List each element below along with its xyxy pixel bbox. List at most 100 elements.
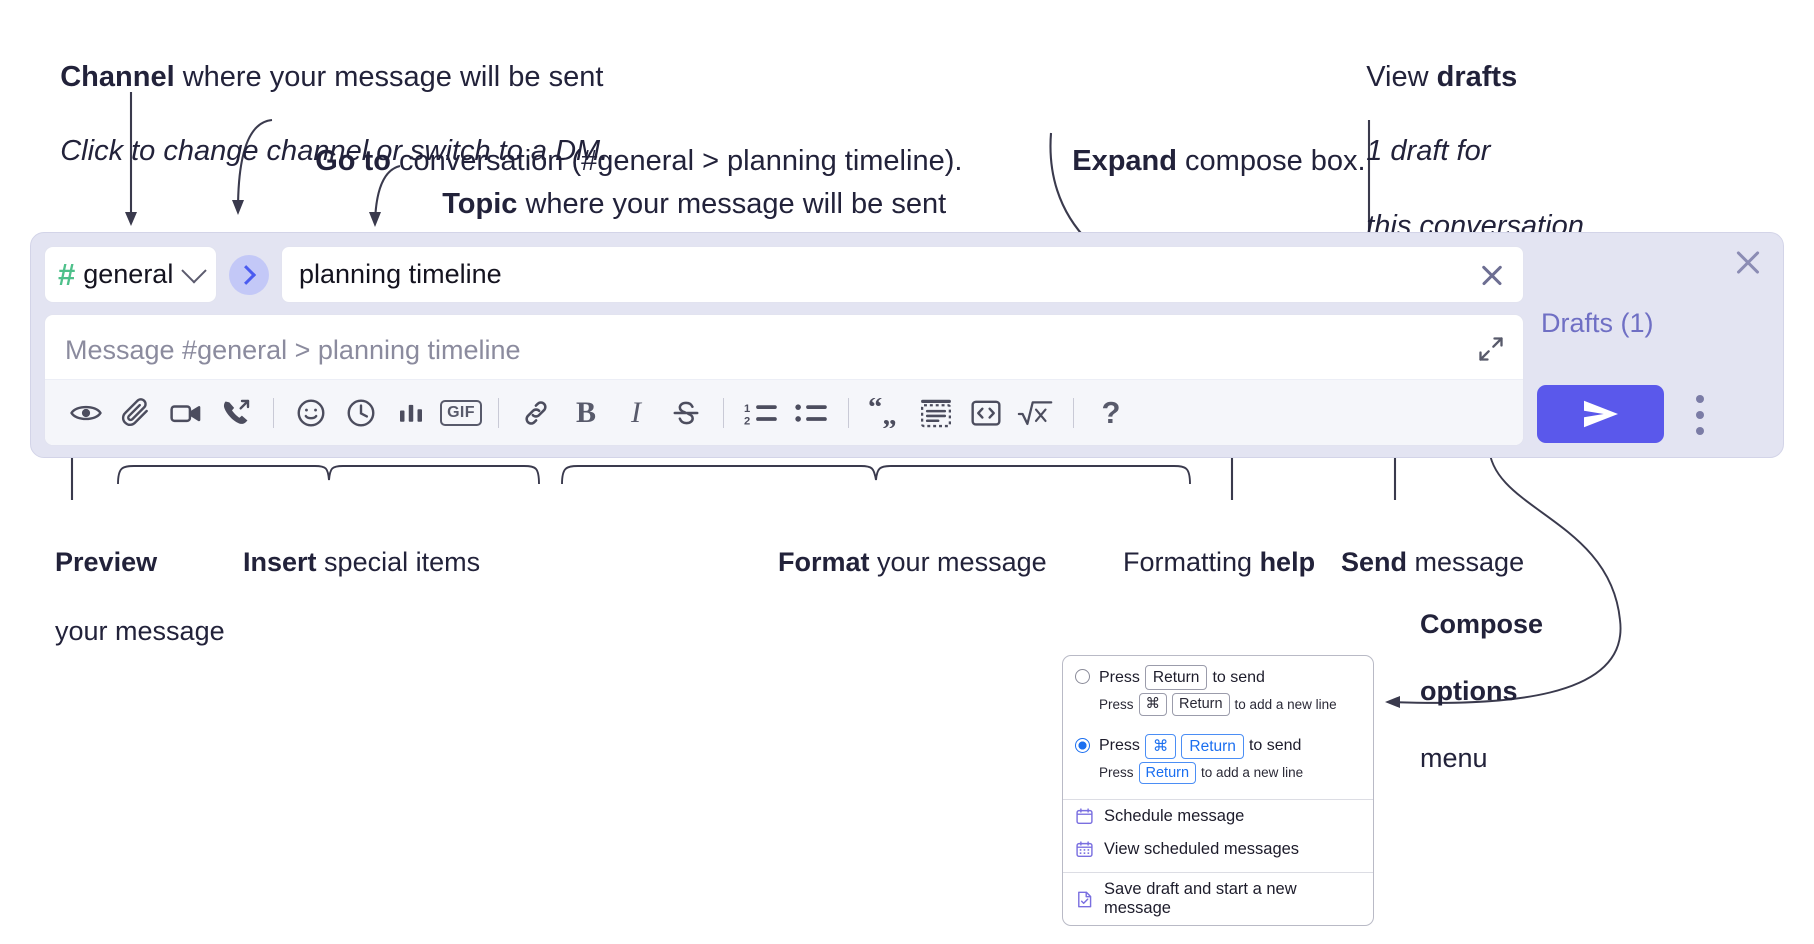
toolbar-divider (1073, 397, 1074, 428)
send-option-return[interactable]: Press Return to send (1063, 656, 1373, 691)
compose-box: # general planning timeline Message #gen… (30, 232, 1784, 458)
close-compose-icon[interactable] (1733, 247, 1763, 277)
annotation-preview-bold: Preview (55, 546, 158, 577)
annotation-help-bold: help (1259, 546, 1316, 577)
option-sub-pre: Press (1099, 696, 1134, 712)
audio-call-icon[interactable] (211, 388, 261, 438)
compose-options-menu: Press Return to send Press ⌘ Return to a… (1062, 655, 1374, 926)
option-pre: Press (1099, 668, 1140, 686)
annotation-format-bold: Format (778, 546, 870, 577)
annotation-channel: Channel where your message will be sent … (28, 22, 608, 208)
compose-main-area: # general planning timeline Message #gen… (44, 246, 1524, 446)
drafts-link[interactable]: Drafts (1) (1541, 308, 1654, 338)
key-return: Return (1144, 665, 1208, 691)
radio-button[interactable] (1075, 669, 1090, 684)
clock-icon[interactable] (336, 388, 386, 438)
option-pre: Press (1099, 737, 1140, 755)
toolbar-divider (273, 397, 274, 428)
menu-item-view-scheduled[interactable]: View scheduled messages (1063, 833, 1373, 866)
italic-icon[interactable]: I (611, 388, 661, 438)
math-icon[interactable] (1011, 388, 1061, 438)
expand-compose-icon[interactable] (1477, 335, 1505, 363)
message-placeholder: Message #general > planning timeline (65, 335, 521, 365)
annotation-insert-bold: Insert (243, 546, 317, 577)
annotation-compose-options-bold1: Compose (1420, 609, 1544, 640)
option-sub-post: to add a new line (1234, 696, 1337, 712)
annotation-send-rest: message (1407, 546, 1525, 577)
channel-name: general (83, 259, 174, 289)
strikethrough-icon[interactable] (661, 388, 711, 438)
emoji-icon[interactable] (286, 388, 336, 438)
annotation-topic: Topic where your message will be sent (410, 149, 946, 260)
save-draft-icon (1075, 890, 1094, 909)
help-label: ? (1101, 394, 1121, 430)
annotation-send-bold: Send (1341, 546, 1408, 577)
menu-item-label: View scheduled messages (1104, 840, 1300, 858)
ordered-list-icon[interactable]: 1 2 (736, 388, 786, 438)
key-return: Return (1172, 693, 1230, 716)
topic-value: planning timeline (299, 259, 502, 289)
clear-topic-icon[interactable] (1479, 262, 1505, 288)
menu-item-save-draft[interactable]: Save draft and start a new message (1063, 873, 1373, 925)
video-icon[interactable] (161, 388, 211, 438)
preview-icon[interactable] (61, 388, 111, 438)
compose-options-button[interactable] (1686, 395, 1714, 435)
message-editor[interactable]: Message #general > planning timeline (44, 314, 1524, 446)
topic-input[interactable]: planning timeline (281, 246, 1524, 303)
annotation-goto: Go to conversation (#general > planning … (283, 106, 962, 217)
menu-divider (1063, 872, 1373, 873)
toolbar-divider (723, 397, 724, 428)
radio-button-selected[interactable] (1075, 737, 1090, 753)
dot (1696, 427, 1704, 435)
bold-icon[interactable]: B (561, 388, 611, 438)
gif-icon[interactable]: GIF (436, 388, 486, 438)
annotation-expand: Expand compose box. (1040, 106, 1365, 217)
option-main-line: Press Return to send (1099, 665, 1265, 691)
svg-text:1: 1 (744, 402, 750, 414)
calendar-icon (1075, 807, 1094, 826)
annotation-drafts-lead: View (1366, 61, 1437, 94)
annotation-goto-rest: conversation (#general > planning timeli… (390, 145, 963, 178)
annotation-topic-bold: Topic (442, 188, 518, 221)
annotation-compose-options-bold2: options (1420, 676, 1518, 707)
compose-side-panel: Drafts (1) (1523, 233, 1783, 457)
formatting-help-icon[interactable]: ? (1086, 388, 1136, 438)
channel-selector[interactable]: # general (44, 246, 217, 303)
svg-text:2: 2 (744, 415, 750, 427)
go-to-conversation-button[interactable] (229, 254, 269, 295)
annotation-format-rest: your message (869, 546, 1047, 577)
annotation-help-lead: Formatting (1123, 546, 1260, 577)
option-sub-post: to add a new line (1201, 765, 1304, 781)
annotation-help: Formatting help (1093, 510, 1315, 614)
annotation-goto-bold: Go to (315, 145, 391, 178)
attachment-icon[interactable] (111, 388, 161, 438)
key-command: ⌘ (1144, 733, 1177, 759)
gif-label: GIF (440, 399, 482, 426)
svg-text:„: „ (882, 398, 896, 427)
annotation-channel-bold: Channel (60, 61, 175, 94)
dot (1696, 395, 1704, 403)
bulleted-list-icon[interactable] (786, 388, 836, 438)
menu-item-label: Save draft and start a new message (1104, 880, 1297, 917)
annotation-channel-italic: Click to change channel or switch to a D… (60, 135, 609, 168)
link-icon[interactable] (511, 388, 561, 438)
poll-icon[interactable] (386, 388, 436, 438)
option-main-line: Press ⌘ Return to send (1099, 733, 1301, 759)
send-option-cmd-return[interactable]: Press ⌘ Return to send (1063, 725, 1373, 759)
inline-code-icon[interactable] (961, 388, 1011, 438)
menu-item-schedule-message[interactable]: Schedule message (1063, 800, 1373, 833)
annotation-compose-options-rest: menu (1420, 743, 1488, 774)
hash-icon: # (58, 257, 75, 292)
menu-item-label: Schedule message (1104, 807, 1245, 825)
formatting-toolbar: GIF B I (45, 379, 1523, 445)
annotation-insert: Insert special items (213, 510, 480, 614)
blockquote-icon[interactable]: “ „ (861, 388, 911, 438)
bold-label: B (575, 395, 596, 429)
menu-divider (1063, 799, 1373, 800)
send-button[interactable] (1537, 385, 1664, 443)
key-command: ⌘ (1138, 693, 1168, 716)
code-block-icon[interactable] (911, 388, 961, 438)
annotation-compose-options: Compose options menu (1390, 575, 1543, 809)
key-return: Return (1138, 761, 1197, 784)
